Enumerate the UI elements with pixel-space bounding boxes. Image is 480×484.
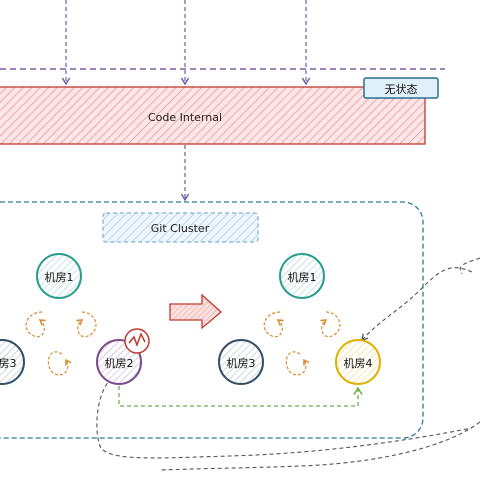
stateless-tag-label: 无状态 (385, 82, 418, 96)
right-room1-node: 机房1 (279, 253, 325, 299)
left-room1-label: 机房1 (45, 270, 74, 284)
right-room3-label: 机房3 (227, 356, 256, 370)
transition-arrow (169, 293, 222, 330)
outer-network-to-room4 (361, 267, 473, 341)
outer-network-loop (459, 257, 480, 275)
left-room3-label: 机房3 (0, 356, 17, 370)
left-room2-label: 机房2 (105, 356, 134, 370)
right-replication-cycles (263, 311, 341, 376)
left-replication-cycles (25, 311, 97, 376)
replication-arrow (118, 386, 363, 407)
right-room4-node: 机房4 (335, 339, 381, 385)
outer-network-path (96, 377, 473, 459)
incoming-request-arrows (61, 0, 311, 86)
left-room1-node: 机房1 (36, 253, 82, 299)
right-room1-label: 机房1 (288, 270, 317, 284)
git-cluster-label: Git Cluster (151, 222, 210, 235)
code-internal-label: Code Internal (148, 111, 222, 124)
code-internal-layer: Code Internal (0, 86, 426, 145)
git-cluster-container (0, 201, 424, 439)
failure-icon (124, 328, 150, 354)
right-room3-node: 机房3 (218, 339, 264, 385)
stateless-tag: 无状态 (363, 77, 439, 99)
git-cluster-title: Git Cluster (102, 212, 259, 243)
right-room4-label: 机房4 (344, 356, 373, 370)
outer-network-path-return (159, 421, 480, 471)
left-room3-node: 机房3 (0, 339, 25, 385)
